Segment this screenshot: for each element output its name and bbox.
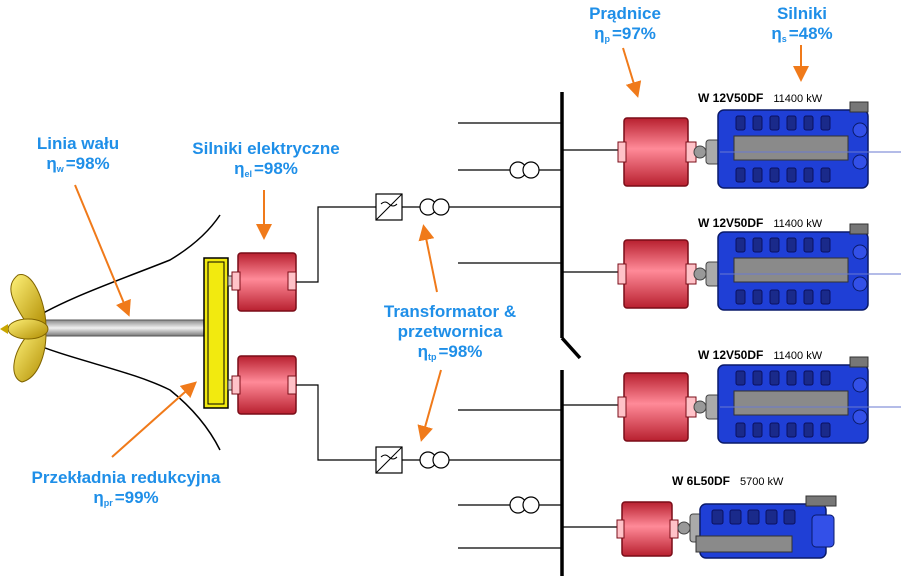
- propeller-icon: [0, 274, 49, 383]
- engine-power: 11400 kW: [773, 218, 823, 230]
- arrow-generator: [622, 47, 642, 98]
- bus-tie-breaker: [560, 336, 582, 360]
- label-electric-motors: Silniki elektryczne ηel=98%: [172, 139, 360, 181]
- eta-symbol: η: [93, 488, 104, 507]
- label-gearbox: Przekładnia redukcyjna ηpr=99%: [8, 468, 244, 510]
- eta-symbol: η: [234, 159, 245, 178]
- transformer-bottom: [402, 451, 562, 469]
- electric-motor-bottom: [227, 355, 297, 415]
- label-shaft-line: Linia wału ηw=98%: [18, 134, 138, 176]
- label-transformer-converter: Transformator & przetwornica ηtp=98%: [360, 302, 540, 364]
- efficiency-value: =97%: [611, 24, 656, 43]
- label-generators: Prądnice ηp=97%: [570, 4, 680, 46]
- label-engines: Silniki ηs=48%: [752, 4, 852, 46]
- label-engines-title: Silniki: [776, 4, 828, 23]
- engine-power: 5700 kW: [740, 476, 784, 488]
- engine-label-3: W 12V50DF 11400 kW: [698, 348, 822, 362]
- eta-subscript: el: [244, 169, 252, 179]
- efficiency-value: =98%: [253, 159, 298, 178]
- eta-subscript: tp: [427, 352, 437, 362]
- arrow-gearbox: [111, 381, 197, 458]
- eta-subscript: pr: [103, 498, 113, 508]
- hull-line-lower: [24, 339, 221, 451]
- eta-symbol: η: [46, 154, 57, 173]
- label-transformer-title-2: przetwornica: [397, 322, 503, 341]
- eta-subscript: p: [604, 34, 610, 44]
- electric-motor-top: [227, 252, 297, 312]
- generator-engine-set-1: [617, 101, 901, 189]
- annotation-arrows: [74, 45, 809, 458]
- transformer-top: [402, 198, 562, 216]
- eta-symbol: η: [771, 24, 782, 43]
- hull-line-upper: [24, 214, 221, 325]
- eta-symbol: η: [594, 24, 605, 43]
- engine-name: W 12V50DF: [698, 216, 764, 230]
- eta-subscript: s: [781, 34, 787, 44]
- label-gearbox-title: Przekładnia redukcyjna: [31, 468, 221, 487]
- eta-symbol: η: [417, 342, 428, 361]
- converter-top: [375, 193, 403, 221]
- engine-label-1: W 12V50DF 11400 kW: [698, 91, 822, 105]
- efficiency-value: =98%: [438, 342, 483, 361]
- efficiency-value: =48%: [788, 24, 833, 43]
- arrow-transformer-top: [418, 224, 438, 293]
- engine-name: W 12V50DF: [698, 348, 764, 362]
- generator-engine-set-2: [617, 223, 901, 311]
- eta-subscript: w: [56, 164, 64, 174]
- engine-power: 11400 kW: [773, 93, 823, 105]
- engine-name: W 12V50DF: [698, 91, 764, 105]
- engine-power: 11400 kW: [773, 350, 823, 362]
- generator-engine-set-3: [617, 356, 901, 444]
- propeller-shaft: [43, 319, 209, 337]
- arrow-shaft: [74, 184, 131, 317]
- arrow-transformer-bottom: [417, 369, 442, 442]
- label-generators-title: Prądnice: [589, 4, 661, 23]
- engine-name: W 6L50DF: [672, 474, 731, 488]
- label-transformer-title-1: Transformator &: [383, 302, 517, 321]
- generator-engine-set-4: [616, 495, 837, 559]
- engine-label-2: W 12V50DF 11400 kW: [698, 216, 822, 230]
- engine-label-4: W 6L50DF 5700 kW: [672, 474, 783, 488]
- efficiency-value: =99%: [114, 488, 159, 507]
- efficiency-value: =98%: [65, 154, 110, 173]
- label-shaft-title: Linia wału: [36, 134, 120, 153]
- label-electric-motors-title: Silniki elektryczne: [192, 139, 340, 158]
- converter-bottom: [375, 446, 403, 474]
